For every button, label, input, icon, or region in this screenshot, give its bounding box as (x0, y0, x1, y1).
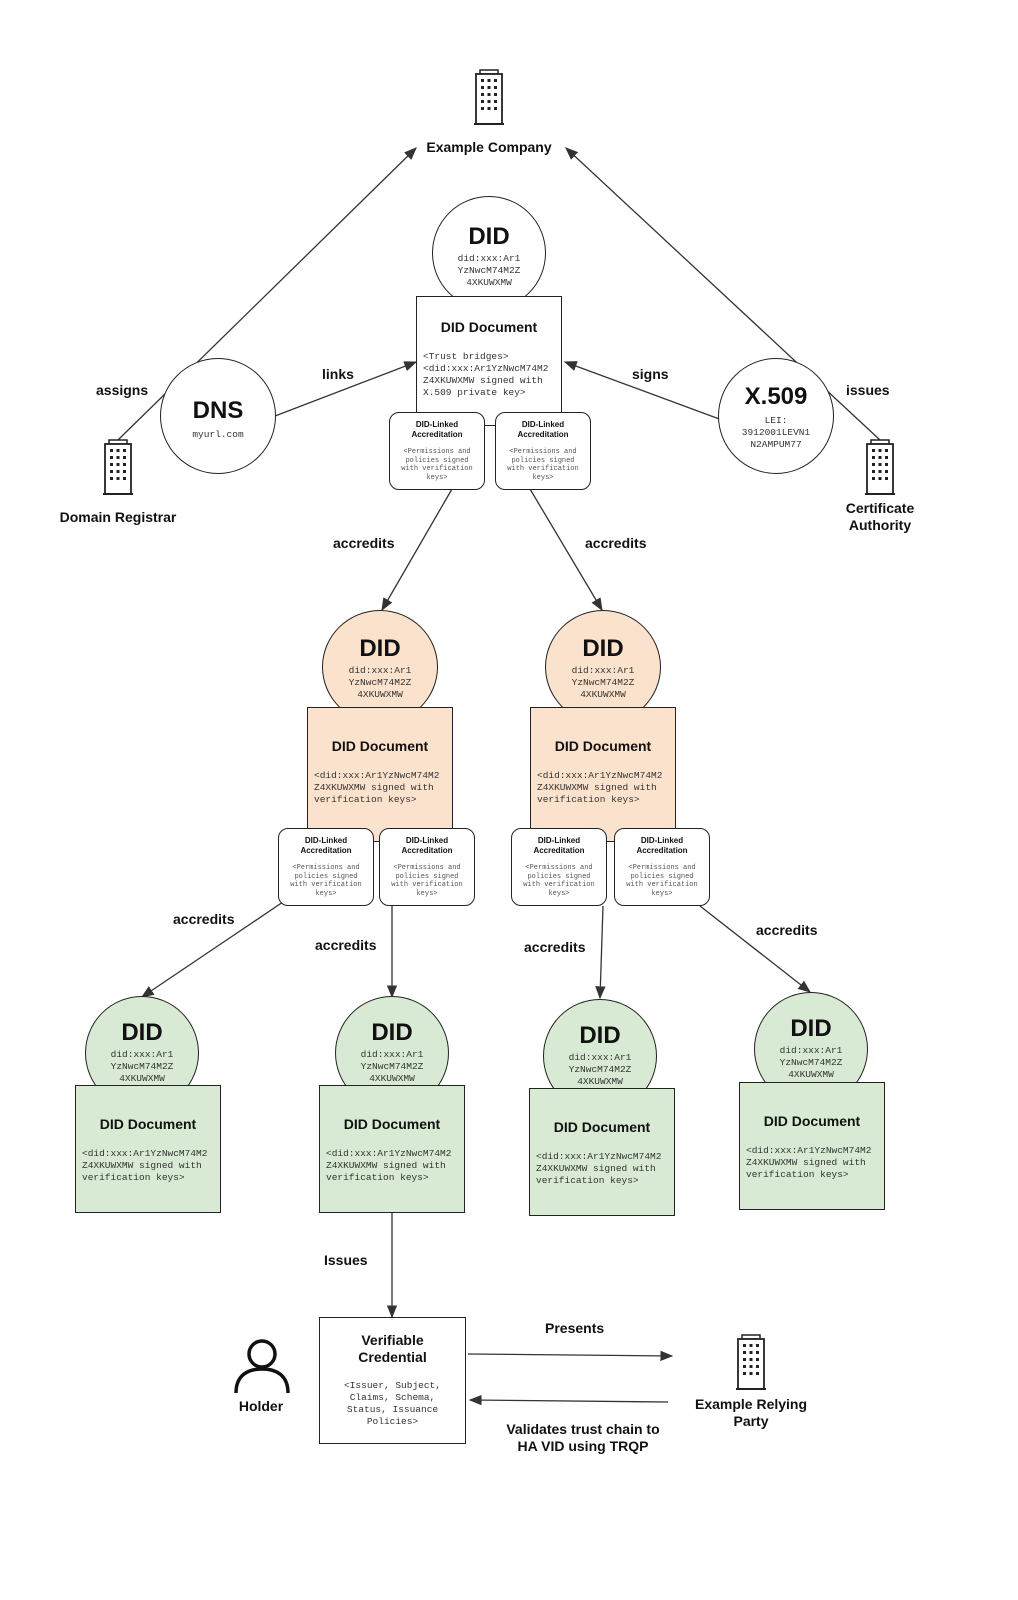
accredits-label-leaf-1: accredits (173, 911, 235, 927)
signs-arrow (563, 361, 723, 421)
mid-left-did-document: DID Document <did:xxx:Ar1YzNwcM74M2 Z4XK… (307, 707, 453, 842)
accredits-arrow-leaf-3 (595, 905, 606, 1000)
doc-body: <Trust bridges> <did:xxx:Ar1YzNwcM74M2 Z… (423, 351, 549, 398)
accreditation-body: <Permissions and policies signed with ve… (391, 864, 463, 898)
did-value: did:xxx:Ar1 YzNwcM74M2Z 4XKUWXMW (568, 1052, 632, 1087)
verifiable-credential-box: Verifiable Credential <Issuer, Subject, … (319, 1317, 466, 1444)
accreditation-body: <Permissions and policies signed with ve… (507, 448, 579, 482)
root-accreditation-right: DID-Linked Accreditation <Permissions an… (495, 412, 591, 490)
did-title: DID (121, 1019, 163, 1046)
person-icon (234, 1339, 290, 1394)
did-title: DID (582, 635, 624, 662)
certificate-authority-label: Certificate Authority (845, 500, 915, 533)
example-company-label: Example Company (426, 139, 552, 155)
root-did-circle: DID did:xxx:Ar1 YzNwcM74M2Z 4XKUWXMW (432, 196, 546, 310)
doc-title: DID Document (99, 1116, 197, 1132)
did-value: did:xxx:Ar1 YzNwcM74M2Z 4XKUWXMW (457, 253, 521, 288)
domain-registrar-label: Domain Registrar (59, 509, 177, 525)
accredits-arrow-leaf-4 (699, 905, 812, 993)
leaf-4-did-document: DID Document <did:xxx:Ar1YzNwcM74M2 Z4XK… (739, 1082, 885, 1210)
issues-label: issues (846, 382, 890, 398)
accreditation-title: DID-Linked Accreditation (533, 836, 585, 855)
leaf-1-did-document: DID Document <did:xxx:Ar1YzNwcM74M2 Z4XK… (75, 1085, 221, 1213)
accredits-label-leaf-2: accredits (315, 937, 377, 953)
mid-right-did-circle: DID did:xxx:Ar1 YzNwcM74M2Z 4XKUWXMW (545, 610, 661, 724)
did-value: did:xxx:Ar1 YzNwcM74M2Z 4XKUWXMW (348, 665, 412, 700)
issues-vc-label: Issues (324, 1252, 368, 1268)
dns-title: DNS (192, 397, 244, 424)
mid-left-accreditation-2: DID-Linked Accreditation <Permissions an… (379, 828, 475, 906)
mid-right-did-document: DID Document <did:xxx:Ar1YzNwcM74M2 Z4XK… (530, 707, 676, 842)
accreditation-title: DID-Linked Accreditation (517, 420, 569, 439)
mid-right-accreditation-2: DID-Linked Accreditation <Permissions an… (614, 828, 710, 906)
doc-body: <did:xxx:Ar1YzNwcM74M2 Z4XKUWXMW signed … (536, 1151, 662, 1186)
accredits-arrow-mid-right (529, 488, 603, 612)
doc-body: <did:xxx:Ar1YzNwcM74M2 Z4XKUWXMW signed … (82, 1148, 208, 1183)
links-arrow (274, 361, 418, 417)
doc-body: <did:xxx:Ar1YzNwcM74M2 Z4XKUWXMW signed … (314, 770, 440, 805)
leaf-3-did-document: DID Document <did:xxx:Ar1YzNwcM74M2 Z4XK… (529, 1088, 675, 1216)
doc-title: DID Document (553, 1119, 651, 1135)
did-value: did:xxx:Ar1 YzNwcM74M2Z 4XKUWXMW (779, 1045, 843, 1080)
did-title: DID (371, 1019, 413, 1046)
doc-title: DID Document (440, 319, 538, 335)
did-title: DID (468, 223, 510, 250)
doc-title: DID Document (763, 1113, 861, 1129)
x509-title: X.509 (744, 383, 808, 410)
accredits-arrow-leaf-1 (140, 901, 284, 998)
accredits-label-mid-right: accredits (585, 535, 647, 551)
did-title: DID (790, 1015, 832, 1042)
dns-value: myurl.com (192, 429, 244, 440)
did-title: DID (579, 1022, 621, 1049)
root-accreditation-left: DID-Linked Accreditation <Permissions an… (389, 412, 485, 490)
doc-body: <did:xxx:Ar1YzNwcM74M2 Z4XKUWXMW signed … (537, 770, 663, 805)
doc-title: DID Document (554, 738, 652, 754)
accredits-label-mid-left: accredits (333, 535, 395, 551)
did-title: DID (359, 635, 401, 662)
doc-body: <did:xxx:Ar1YzNwcM74M2 Z4XKUWXMW signed … (326, 1148, 452, 1183)
links-label: links (322, 366, 354, 382)
accredits-label-leaf-4: accredits (756, 922, 818, 938)
accreditation-title: DID-Linked Accreditation (401, 836, 453, 855)
doc-body: <did:xxx:Ar1YzNwcM74M2 Z4XKUWXMW signed … (746, 1145, 872, 1180)
accreditation-body: <Permissions and policies signed with ve… (401, 448, 473, 482)
did-value: did:xxx:Ar1 YzNwcM74M2Z 4XKUWXMW (571, 665, 635, 700)
signs-label: signs (632, 366, 669, 382)
accreditation-body: <Permissions and policies signed with ve… (626, 864, 698, 898)
accreditation-title: DID-Linked Accreditation (636, 836, 688, 855)
validates-label: Validates trust chain to HA VID using TR… (506, 1421, 660, 1454)
validates-arrow (468, 1394, 669, 1406)
presents-arrow (467, 1350, 674, 1362)
accreditation-title: DID-Linked Accreditation (411, 420, 463, 439)
relying-party-building-icon (736, 1334, 766, 1390)
mid-left-accreditation-1: DID-Linked Accreditation <Permissions an… (278, 828, 374, 906)
did-value: did:xxx:Ar1 YzNwcM74M2Z 4XKUWXMW (360, 1049, 424, 1084)
ca-building-icon (865, 439, 895, 495)
did-value: did:xxx:Ar1 YzNwcM74M2Z 4XKUWXMW (110, 1049, 174, 1084)
dns-circle: DNS myurl.com (160, 358, 276, 474)
accredits-arrow-mid-left (381, 488, 453, 612)
accreditation-body: <Permissions and policies signed with ve… (290, 864, 362, 898)
credential-body: <Issuer, Subject, Claims, Schema, Status… (344, 1380, 441, 1427)
accredits-label-leaf-3: accredits (524, 939, 586, 955)
x509-circle: X.509 LEI: 3912001LEVN1 N2AMPUM77 (718, 358, 834, 474)
mid-left-did-circle: DID did:xxx:Ar1 YzNwcM74M2Z 4XKUWXMW (322, 610, 438, 724)
accreditation-title: DID-Linked Accreditation (300, 836, 352, 855)
mid-right-accreditation-1: DID-Linked Accreditation <Permissions an… (511, 828, 607, 906)
doc-title: DID Document (331, 738, 429, 754)
leaf-2-did-document: DID Document <did:xxx:Ar1YzNwcM74M2 Z4XK… (319, 1085, 465, 1213)
assigns-label: assigns (96, 382, 149, 398)
company-building-icon (474, 69, 504, 125)
x509-value: LEI: 3912001LEVN1 N2AMPUM77 (741, 415, 811, 450)
root-did-document: DID Document <Trust bridges> <did:xxx:Ar… (416, 296, 562, 426)
doc-title: DID Document (343, 1116, 441, 1132)
holder-label: Holder (238, 1398, 284, 1414)
registrar-building-icon (103, 439, 133, 495)
accreditation-body: <Permissions and policies signed with ve… (523, 864, 595, 898)
presents-label: Presents (545, 1320, 605, 1336)
credential-title: Verifiable Credential (358, 1332, 427, 1365)
relying-party-label: Example Relying Party (694, 1396, 808, 1429)
